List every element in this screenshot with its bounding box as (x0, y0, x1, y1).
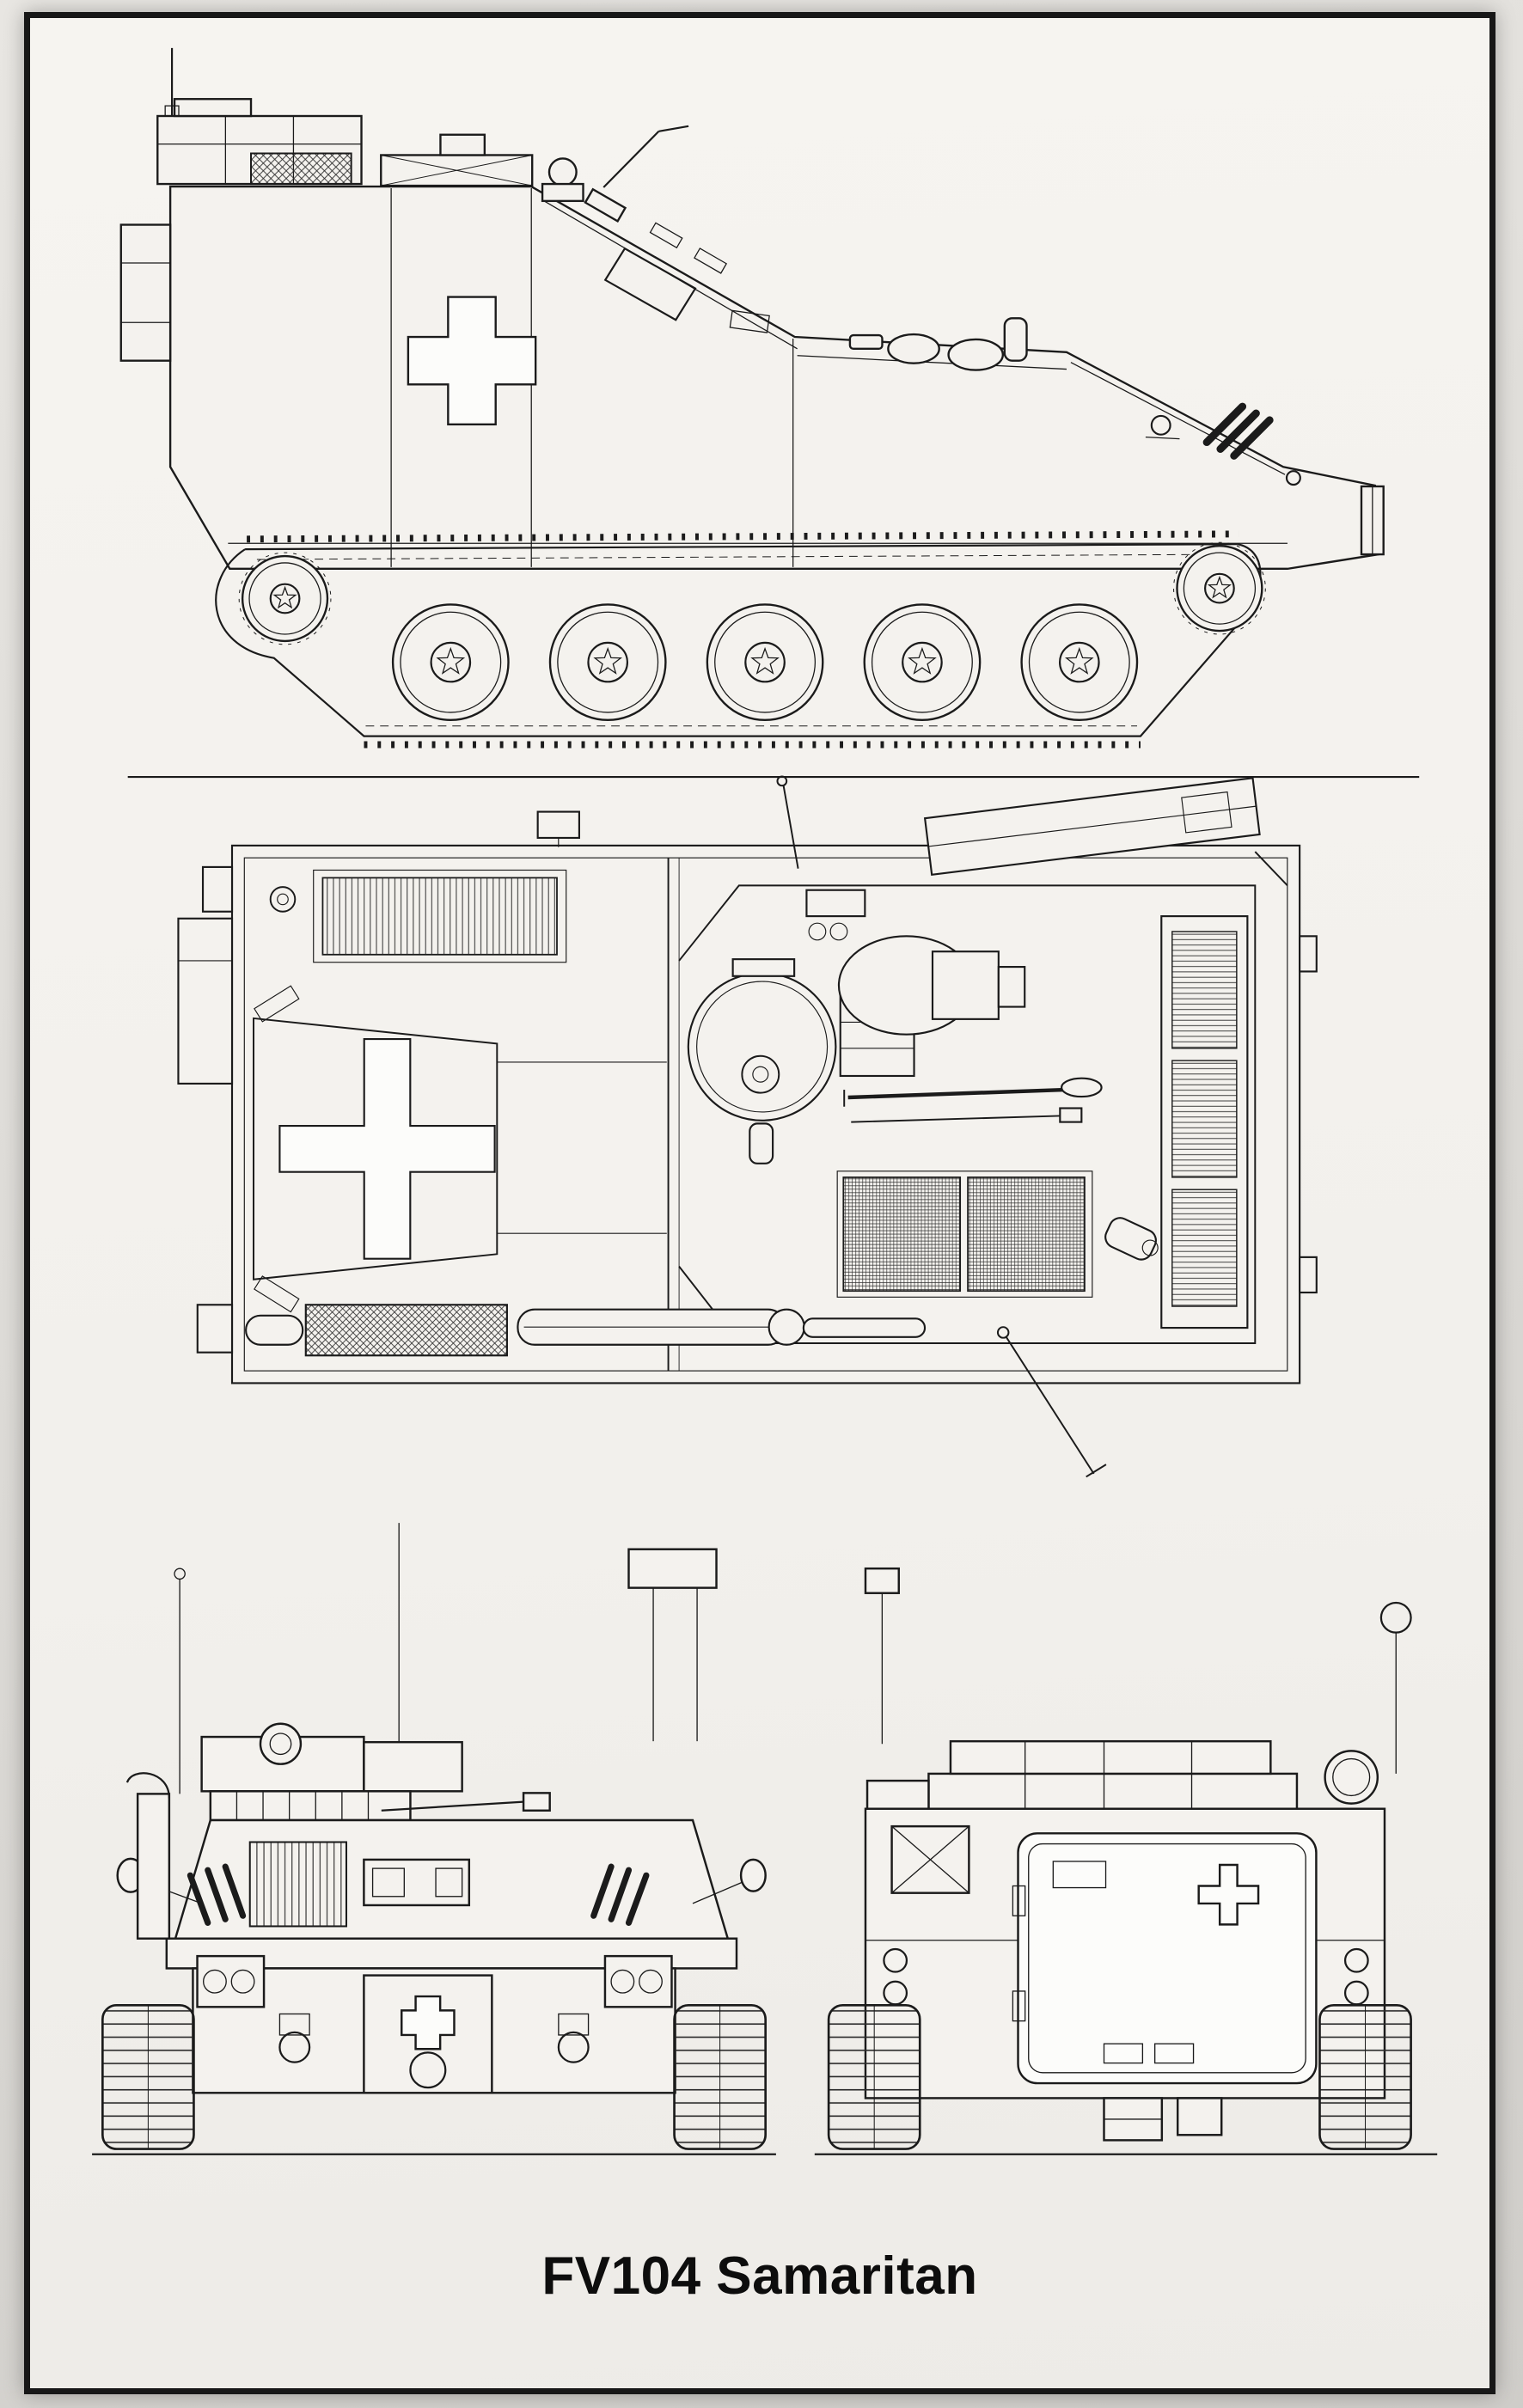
handspike-rod (996, 1326, 1107, 1478)
mirror-head (536, 810, 580, 840)
front-details (116, 1772, 767, 1940)
exhaust-and-basket (245, 1304, 927, 1357)
road-wheel (863, 603, 982, 722)
stretcher-platform (967, 1176, 1086, 1293)
road-wheel (1020, 603, 1139, 722)
door-louvre-panel (1160, 915, 1249, 1329)
rear-masts (864, 1567, 1412, 1774)
road-wheel (391, 603, 510, 722)
plate-border: FV104 Samaritan (24, 12, 1495, 2394)
jack-bracket (890, 1824, 970, 1894)
medical-cross-roof (278, 1038, 496, 1260)
spotlight (259, 1722, 303, 1765)
exhaust-stack (136, 1793, 171, 1940)
front-lower (196, 1954, 673, 2094)
track-assembly (215, 530, 1262, 749)
tow-shackle (278, 2031, 311, 2063)
smoke-dischargers-left (187, 1863, 247, 1926)
driver-hatch-area (603, 222, 770, 333)
figure-caption: FV104 Samaritan (541, 2246, 978, 2306)
road-wheel (706, 603, 824, 722)
commander-hatch (687, 958, 915, 1164)
stretcher-platform (842, 1176, 962, 1293)
rear-bottom-boxes (1103, 2097, 1223, 2142)
medical-cross-side (407, 296, 537, 426)
road-wheel (548, 603, 667, 722)
open-rear-door (776, 775, 1288, 887)
mesh-basket (250, 152, 352, 186)
rear-roof-stowage (865, 1739, 1379, 1810)
stowed-item (1104, 1217, 1159, 1261)
periscope-row (209, 1790, 412, 1822)
medical-cross-bow (401, 1995, 456, 2050)
rear-view (814, 1567, 1438, 2155)
front-roof (200, 1722, 463, 1822)
side-hull (119, 185, 1379, 571)
smoke-dischargers-right (590, 1863, 650, 1926)
roof-stowage (156, 47, 689, 223)
engine-grille (313, 869, 567, 963)
smoke-dischargers (1202, 402, 1274, 460)
front-view (92, 1523, 776, 2155)
front-grille (248, 1841, 347, 1928)
door-hinge (1012, 1990, 1026, 2022)
mirror-right (739, 1858, 767, 1892)
plan-view (177, 775, 1318, 1478)
searchlight (547, 157, 578, 187)
side-view (119, 47, 1420, 779)
tow-shackle (557, 2031, 590, 2063)
front-tracks (101, 2003, 767, 2150)
door-stay-rod (782, 785, 799, 869)
headlamp-cluster-right (603, 1954, 673, 2008)
pick-tool (851, 1115, 1061, 1123)
rear-tracks (827, 2003, 1412, 2150)
mesh-basket-plan (304, 1304, 508, 1357)
filler-cap (269, 886, 297, 913)
medical-cross-door (1197, 1863, 1260, 1926)
headlamp (1150, 414, 1171, 436)
front-masts (174, 1523, 718, 1794)
hull-midlines (497, 858, 680, 1372)
rear-stowage-box (119, 223, 172, 362)
headlamp-cluster-left (196, 1954, 266, 2008)
deck-stowage (848, 317, 1028, 371)
door-handle (1103, 2043, 1144, 2064)
bow-details (1145, 402, 1385, 556)
shovel (847, 1087, 1065, 1100)
rear-door (1012, 1832, 1318, 2085)
rear-compartment (678, 884, 1257, 1344)
roof-cross-panel (253, 985, 498, 1313)
tow-eye (1285, 470, 1301, 486)
door-hinge (1012, 1885, 1026, 1916)
